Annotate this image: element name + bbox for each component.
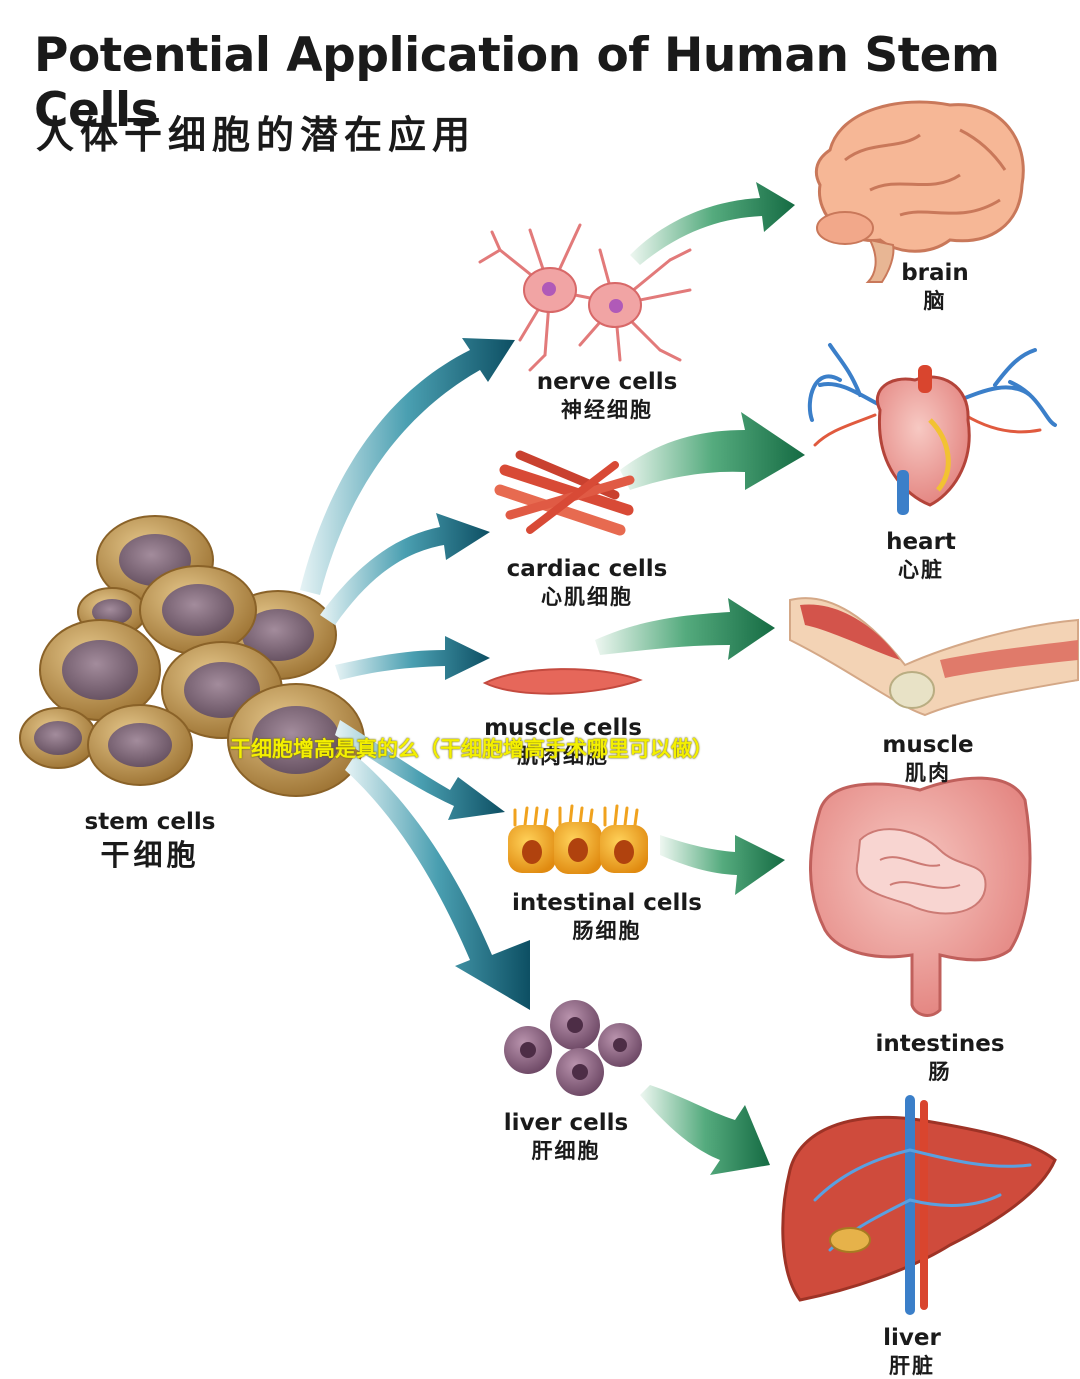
arrow-to-liver xyxy=(640,1085,770,1175)
label-intestines: intestines 肠 xyxy=(875,1030,1004,1085)
label-liver-cells: liver cells 肝细胞 xyxy=(504,1109,628,1164)
arrow-to-muscle-cells xyxy=(335,636,490,680)
label-liver: liver 肝脏 xyxy=(883,1324,941,1379)
muscle-label-en: muscle xyxy=(882,732,974,758)
nerve-cells-illustration xyxy=(478,223,692,372)
muscle-cells-label-zh: 肌肉细胞 xyxy=(516,743,609,768)
arrow-to-cardiac-cells xyxy=(320,513,490,625)
stem-cells-label-en: stem cells xyxy=(84,809,216,835)
cardiac-cells-label-zh: 心肌细胞 xyxy=(540,584,633,609)
intestinal-cells-illustration xyxy=(508,804,648,874)
arrow-to-heart xyxy=(620,412,805,490)
nerve-cells-label-en: nerve cells xyxy=(536,369,678,395)
cardiac-cells-illustration xyxy=(494,450,635,536)
liver-illustration xyxy=(781,1095,1057,1315)
intestinal-cells-label-en: intestinal cells xyxy=(512,890,702,916)
arrow-to-brain xyxy=(630,182,795,265)
brain-label-en: brain xyxy=(901,260,969,286)
label-muscle: muscle 肌肉 xyxy=(882,731,973,786)
muscle-cell-illustration xyxy=(482,668,643,695)
heart-label-en: heart xyxy=(886,529,956,555)
stem-cells-illustration xyxy=(19,515,365,797)
liver-label-zh: 肝脏 xyxy=(888,1353,935,1378)
page-subtitle: 人体干细胞的潜在应用 xyxy=(36,113,477,157)
muscle-illustration xyxy=(789,597,1079,717)
intestinal-cells-label-zh: 肠细胞 xyxy=(572,918,642,943)
overlay-caption: 干细胞增高是真的么（干细胞增高手术哪里可以做） xyxy=(230,737,713,761)
nerve-cells-label-zh: 神经细胞 xyxy=(560,397,653,422)
label-brain: brain 脑 xyxy=(901,259,969,314)
muscle-label-zh: 肌肉 xyxy=(905,760,951,785)
heart-label-zh: 心脏 xyxy=(898,557,944,582)
heart-illustration xyxy=(807,343,1057,515)
label-heart: heart 心脏 xyxy=(886,528,956,583)
liver-cells-label-en: liver cells xyxy=(503,1110,629,1136)
liver-label-en: liver xyxy=(883,1325,941,1351)
intestines-illustration xyxy=(809,776,1032,1017)
stem-to-cell-arrows xyxy=(300,338,530,1010)
arrow-to-intestines xyxy=(660,835,785,895)
liver-cells-illustration xyxy=(504,1000,642,1096)
stem-cells-label-zh: 干细胞 xyxy=(100,837,200,872)
arrow-to-liver-cells xyxy=(345,755,530,1010)
liver-cells-label-zh: 肝细胞 xyxy=(531,1138,601,1163)
page-title: Potential Application of Human Stem Cell… xyxy=(34,28,1000,138)
brain-label-zh: 脑 xyxy=(923,288,947,313)
brain-illustration xyxy=(814,100,1025,283)
arrow-to-muscle xyxy=(595,598,775,660)
arrow-to-nerve-cells xyxy=(300,338,515,595)
label-cardiac-cells: cardiac cells 心肌细胞 xyxy=(507,555,668,610)
label-intestinal-cells: intestinal cells 肠细胞 xyxy=(512,889,702,944)
label-nerve-cells: nerve cells 神经细胞 xyxy=(537,368,678,423)
label-stem-cells: stem cells 干细胞 xyxy=(85,808,216,873)
intestines-label-en: intestines xyxy=(875,1031,1005,1057)
intestines-label-zh: 肠 xyxy=(928,1059,952,1084)
muscle-cells-label-en: muscle cells xyxy=(484,715,642,741)
arrow-to-intestinal-cells xyxy=(335,720,505,820)
cardiac-cells-label-en: cardiac cells xyxy=(506,556,668,582)
label-muscle-cells: muscle cells 肌肉细胞 xyxy=(484,714,642,769)
cell-to-organ-arrows xyxy=(595,182,805,1175)
